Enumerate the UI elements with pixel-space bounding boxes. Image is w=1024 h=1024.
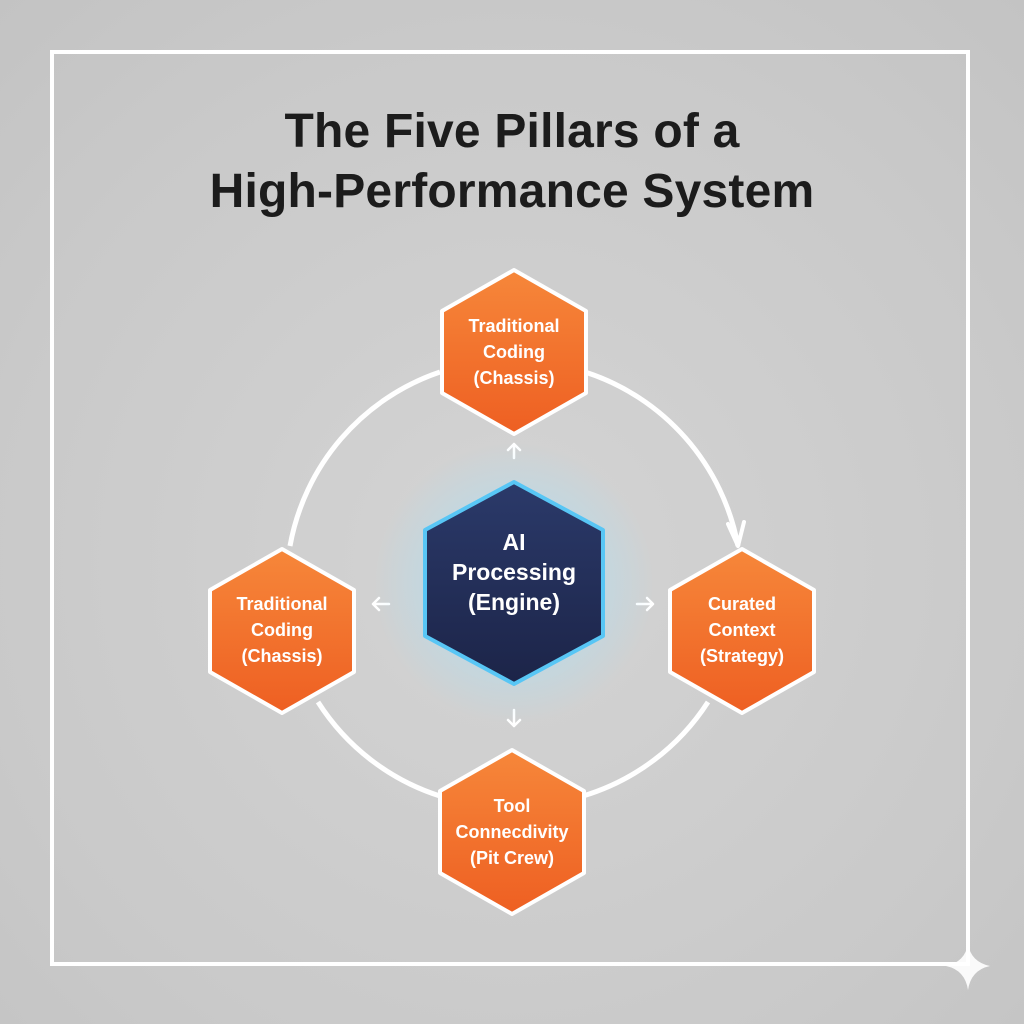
node-left-label-line-2: Coding (251, 620, 313, 640)
title-line-2: High-Performance System (209, 165, 815, 218)
connection-ring (287, 369, 746, 799)
node-top-label-line-3: (Chassis) (473, 368, 554, 388)
ring-arc-top-right (584, 369, 741, 547)
center-hexagon (423, 480, 605, 686)
title-line-1: The Five Pillars of a (284, 105, 740, 158)
node-left-label-line-3: (Chassis) (241, 646, 322, 666)
node-top-hexagon (440, 268, 588, 436)
ring-arc-left-top (287, 369, 441, 547)
node-right-hexagon (668, 547, 816, 715)
ring-arc-right-bottom (582, 700, 711, 799)
node-top-label-line-1: Traditional (468, 316, 559, 336)
sparkle-icon (946, 944, 990, 990)
node-top-label-line-2: Coding (483, 342, 545, 362)
ring-arrowhead (726, 520, 746, 548)
node-top: Traditional Coding (Chassis) (440, 268, 588, 436)
node-right-label-line-1: Curated (708, 594, 776, 614)
node-bottom-hexagon (438, 748, 586, 916)
center-label-line-1: AI (503, 529, 526, 555)
center-label-line-3: (Engine) (468, 589, 560, 615)
ring-arc-bottom-left (315, 700, 441, 799)
node-left: Traditional Coding (Chassis) (208, 547, 356, 715)
node-bottom-label-line-2: Connecdivity (455, 822, 568, 842)
node-right: Curated Context (Strategy) (668, 547, 816, 715)
node-bottom: Tool Connecdivity (Pit Crew) (438, 748, 586, 916)
node-bottom-label-line-1: Tool (494, 796, 531, 816)
node-right-label-line-3: (Strategy) (700, 646, 784, 666)
diagram-title: The Five Pillars of a High-Performance S… (0, 102, 1024, 222)
node-right-label-line-2: Context (709, 620, 776, 640)
node-bottom-label-line-3: (Pit Crew) (470, 848, 554, 868)
white-frame (50, 50, 970, 966)
node-left-hexagon (208, 547, 356, 715)
center-node: AI Processing (Engine) (423, 480, 605, 686)
node-left-label-line-1: Traditional (236, 594, 327, 614)
center-label-line-2: Processing (452, 559, 576, 585)
